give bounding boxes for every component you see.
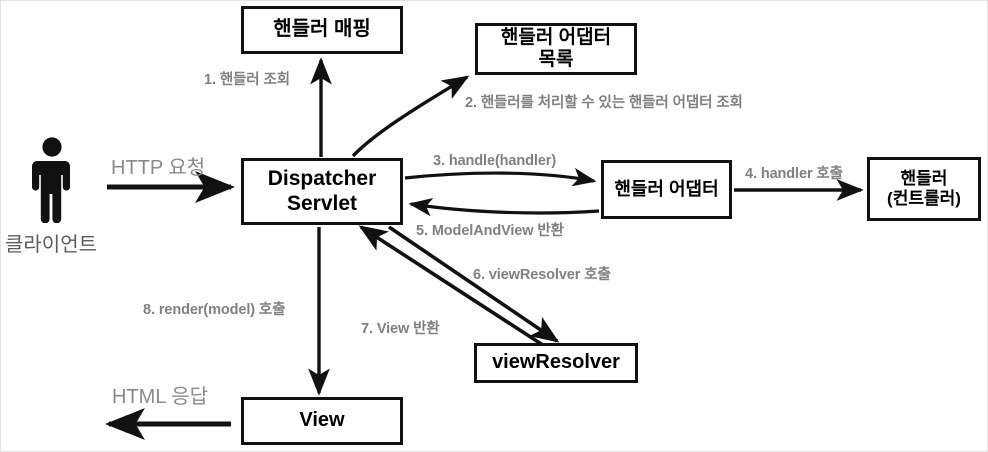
edge-label-step3: 3. handle(handler) bbox=[433, 153, 557, 169]
arrow-step3 bbox=[404, 167, 597, 187]
arrow-step6 bbox=[387, 225, 560, 343]
node-handler-mapping[interactable]: 핸들러 매핑 bbox=[241, 6, 403, 54]
edge-label-http-response: HTML 응답 bbox=[112, 386, 209, 408]
person-icon bbox=[32, 137, 70, 223]
edge-label-step5: 5. ModelAndView 반환 bbox=[416, 223, 564, 239]
edge-label-step4: 4. handler 호출 bbox=[745, 166, 843, 182]
node-handler-adapter-list[interactable]: 핸들러 어댑터 목록 bbox=[475, 23, 637, 75]
node-handler-adapter[interactable]: 핸들러 어댑터 bbox=[601, 160, 732, 219]
edge-label-step8: 8. render(model) 호출 bbox=[143, 302, 286, 318]
node-handler-controller[interactable]: 핸들러 (컨트롤러) bbox=[867, 157, 981, 221]
node-view[interactable]: View bbox=[241, 397, 403, 445]
edge-label-step6: 6. viewResolver 호출 bbox=[473, 267, 611, 283]
edge-label-step1: 1. 핸들러 조회 bbox=[204, 72, 290, 88]
client-label: 클라이언트 bbox=[5, 234, 97, 256]
arrow-step5 bbox=[408, 197, 600, 217]
edge-label-step2: 2. 핸들러를 처리할 수 있는 핸들러 어댑터 조회 bbox=[465, 95, 743, 111]
arrow-step2 bbox=[351, 75, 470, 158]
node-view-resolver[interactable]: viewResolver bbox=[474, 343, 638, 383]
node-dispatcher-servlet[interactable]: Dispatcher Servlet bbox=[241, 158, 403, 225]
edge-label-http-request: HTTP 요청 bbox=[111, 157, 206, 179]
edge-label-step7: 7. View 반환 bbox=[361, 321, 440, 337]
arrow-step7 bbox=[358, 225, 550, 351]
